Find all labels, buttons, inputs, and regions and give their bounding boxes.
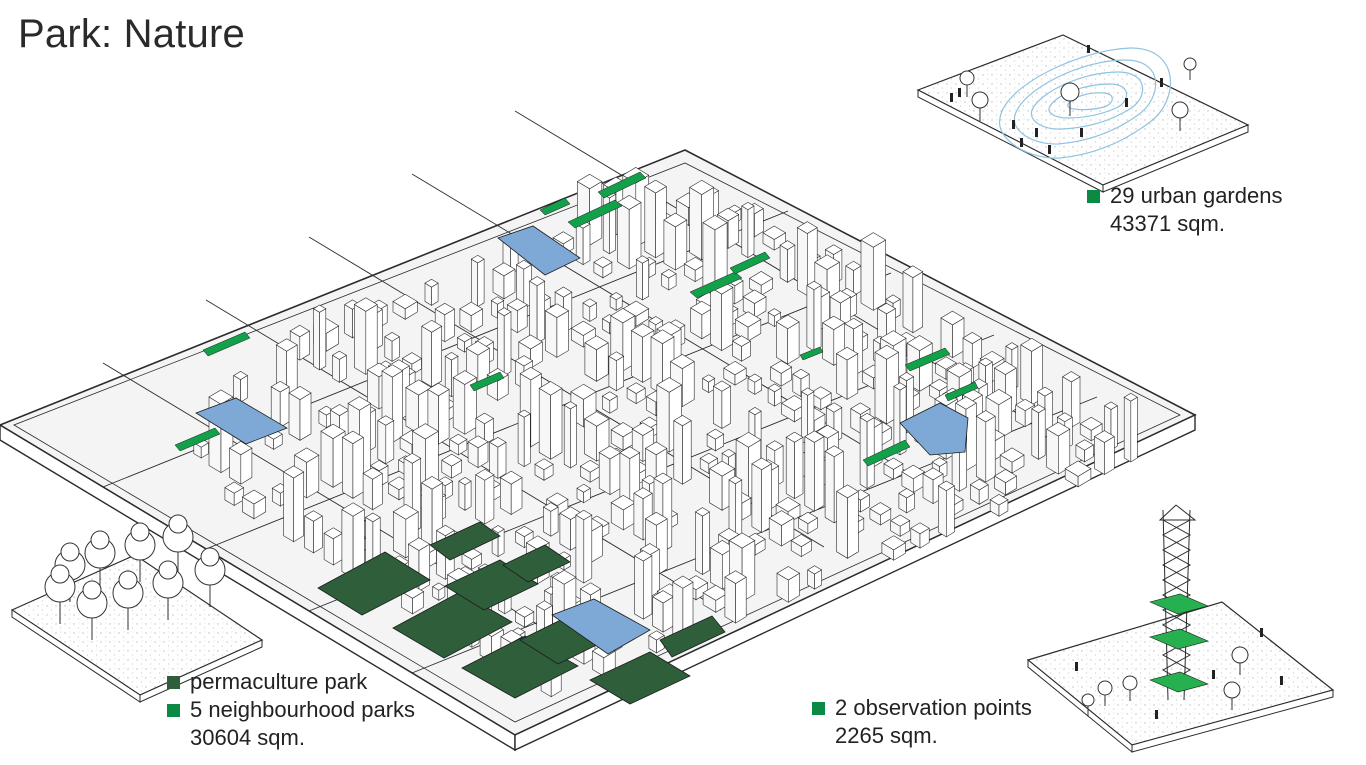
legend-observation: 2 observation points 2265 sqm. <box>812 694 1032 750</box>
legend-label: 2 observation points <box>835 695 1032 720</box>
permaculture-park <box>317 521 726 705</box>
water-squares <box>195 225 969 655</box>
legend-area: 30604 sqm. <box>190 725 305 750</box>
legend-area: 43371 sqm. <box>1110 211 1225 236</box>
city-buildings <box>193 167 1138 698</box>
legend-swatch-neighbourhood <box>167 703 180 717</box>
page-title: Park: Nature <box>18 12 245 56</box>
observation-tower-icon <box>1026 504 1335 754</box>
legend-label: 29 urban gardens <box>1110 183 1283 208</box>
legend-label: 5 neighbourhood parks <box>190 697 416 722</box>
legend-swatch-permaculture <box>167 675 180 689</box>
legend-swatch-observation <box>812 701 825 715</box>
legend-urban-gardens: 29 urban gardens 43371 sqm. <box>1087 182 1282 238</box>
tree-grove-icon <box>10 514 264 703</box>
legend-swatch-garden <box>1087 189 1100 203</box>
urban-gardens <box>174 171 979 467</box>
legend-label: permaculture park <box>190 669 368 694</box>
garden-inset-icon <box>916 34 1250 193</box>
legend-area: 2265 sqm. <box>835 723 938 748</box>
legend-parks: permaculture park 5 neighbourhood parks … <box>167 668 415 752</box>
